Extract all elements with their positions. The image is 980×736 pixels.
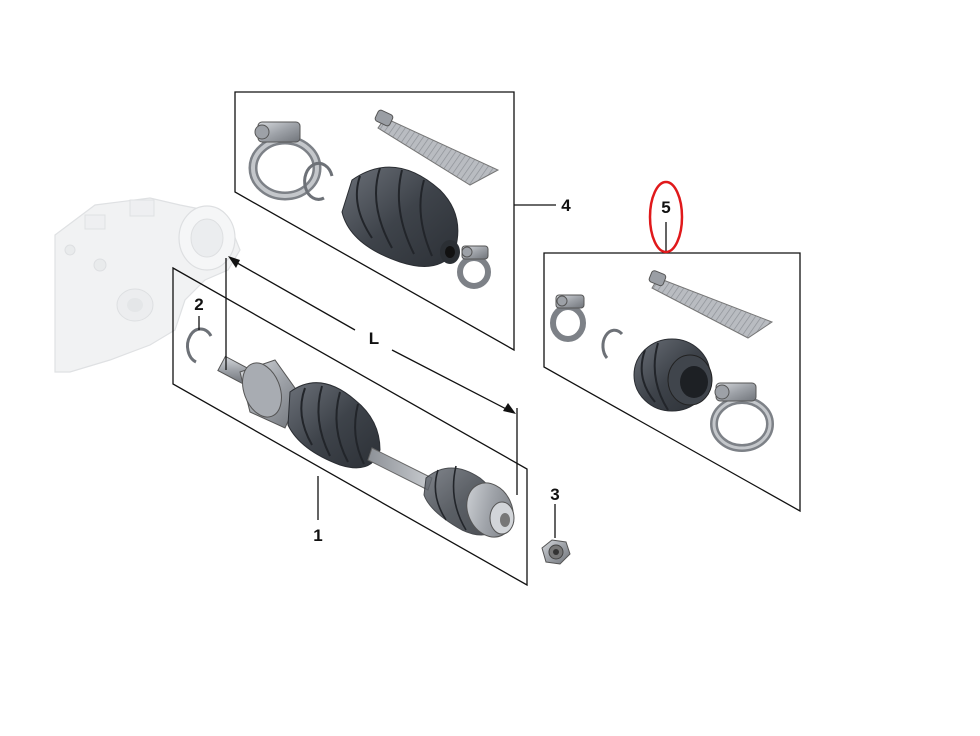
highlight-circle: [648, 180, 684, 254]
circlip-2-icon: [186, 327, 213, 364]
length-dimension: [225, 256, 518, 495]
callout-1: 1: [313, 526, 322, 545]
small-clamp-5-icon: [550, 294, 586, 342]
callout-2: 2: [194, 295, 203, 314]
kit-5-frame: [543, 252, 801, 513]
kit-5-parts: [550, 270, 774, 452]
large-clamp-icon: [248, 121, 322, 201]
grease-tube-5-icon: [648, 270, 774, 339]
kit-4-parts: [248, 109, 500, 289]
callout-4: 4: [561, 196, 571, 215]
small-clamp-icon: [457, 245, 491, 289]
inner-boot-icon: [633, 338, 713, 412]
length-label: L: [369, 329, 379, 348]
collar-nut-icon: [541, 539, 571, 565]
outer-boot-icon: [341, 166, 460, 267]
callout-5: 5: [661, 198, 670, 217]
transmission-housing-ghost: [54, 197, 241, 373]
grease-tube-icon: [374, 109, 500, 186]
drive-shaft-icon: [217, 355, 515, 538]
callout-3: 3: [550, 485, 559, 504]
large-clamp-5-icon: [710, 382, 774, 452]
circlip-icon: [303, 161, 334, 201]
shaft-1-frame: [172, 266, 528, 587]
circlip-5-icon: [601, 328, 624, 359]
kit-4-frame: [234, 91, 515, 352]
